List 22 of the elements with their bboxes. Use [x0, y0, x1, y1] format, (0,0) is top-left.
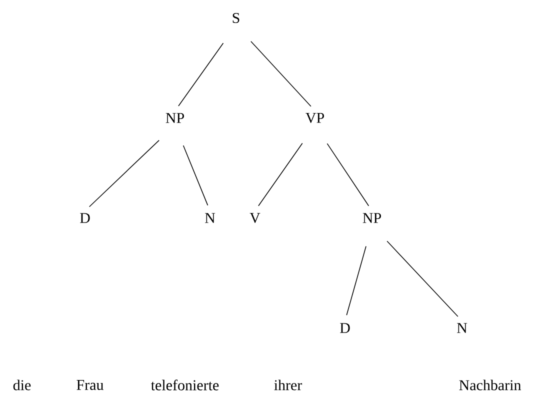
category-label: D: [340, 323, 350, 333]
branch-line: [346, 246, 366, 316]
word-label: ihrer: [274, 380, 302, 390]
category-label: VP: [306, 112, 324, 124]
word-label: Nachbarin: [459, 380, 522, 390]
branch-line: [250, 41, 312, 107]
word-label: die: [13, 380, 31, 390]
category-label: NP: [362, 213, 381, 223]
branch-line: [258, 142, 303, 206]
word-label: Frau: [76, 380, 104, 390]
branch-line: [88, 140, 160, 208]
branch-line: [386, 240, 458, 317]
branch-line: [178, 42, 224, 106]
category-label: S: [232, 12, 240, 24]
branch-line: [182, 145, 208, 206]
category-label: D: [80, 213, 90, 223]
branch-line: [326, 143, 370, 206]
word-label: telefonierte: [151, 380, 219, 390]
category-label: N: [205, 213, 216, 223]
category-label: V: [250, 212, 260, 224]
category-label: N: [457, 323, 468, 333]
category-label: NP: [166, 113, 184, 123]
